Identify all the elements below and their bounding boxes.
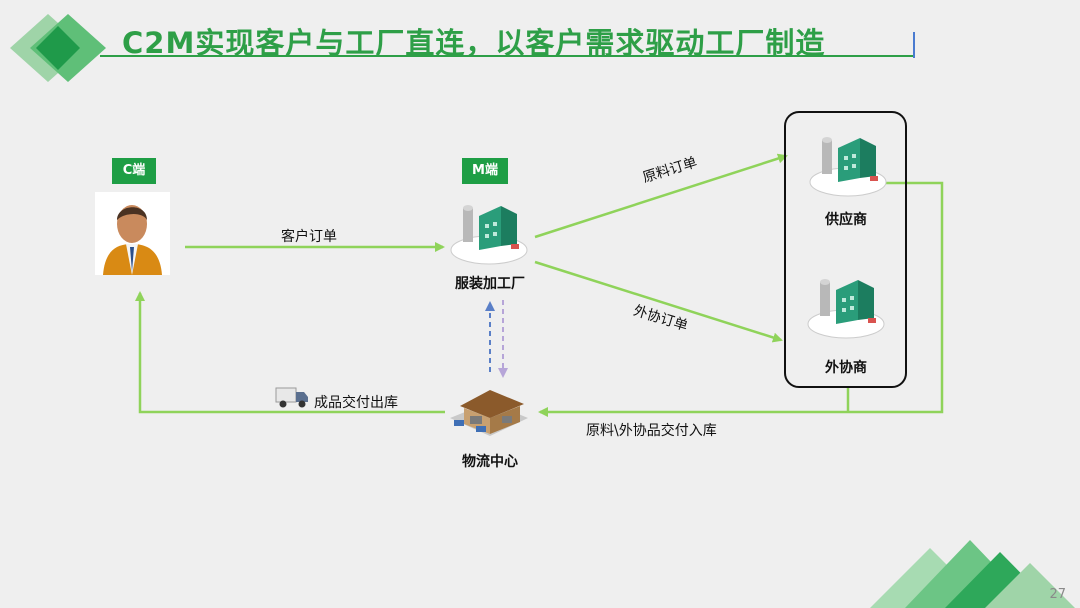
corner-triangles-bottom-right	[870, 540, 1075, 608]
corner-diamonds-top-left	[10, 14, 106, 82]
title-underline	[100, 55, 915, 57]
supplier-label: 供应商	[825, 212, 867, 228]
customer-avatar-icon	[95, 192, 170, 275]
edge-outsource-order	[534, 260, 783, 343]
factory-label: 服装加工厂	[455, 276, 525, 292]
edge-finished-delivery	[135, 291, 445, 414]
outsource-label: 外协商	[825, 360, 867, 376]
outsource-factory-icon	[807, 279, 885, 339]
edge-material-delivery	[538, 181, 944, 417]
label-material-delivery: 原料\外协品交付入库	[586, 423, 717, 439]
title-end-marker	[913, 32, 915, 58]
supplier-group-frame	[784, 111, 907, 388]
page-title: C2M实现客户与工厂直连，以客户需求驱动工厂制造	[122, 26, 826, 60]
c-end-tag: C端	[112, 158, 156, 184]
truck-icon	[275, 387, 308, 408]
logistics-label: 物流中心	[462, 454, 518, 470]
label-finished-delivery: 成品交付出库	[314, 395, 398, 411]
m-end-tag: M端	[462, 158, 508, 184]
warehouse-icon	[450, 390, 528, 436]
factory-icon	[450, 205, 528, 265]
edge-raw-material-order	[534, 153, 788, 239]
supplier-factory-icon	[809, 137, 887, 197]
page-number: 27	[1049, 587, 1066, 602]
label-customer-order: 客户订单	[281, 229, 337, 245]
